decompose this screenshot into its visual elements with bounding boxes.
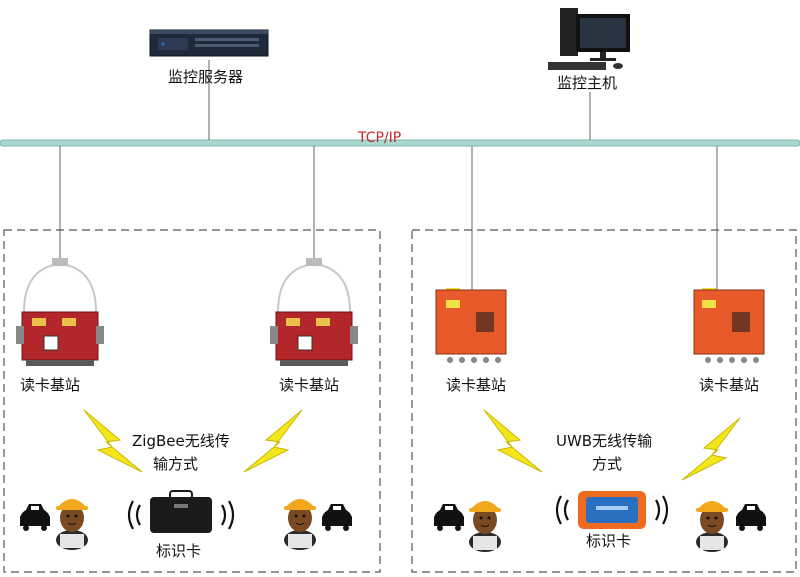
tag-label: 标识卡 bbox=[156, 542, 202, 560]
uwb-method-label: 方式 bbox=[592, 455, 623, 473]
tcp-ip-bus bbox=[0, 139, 800, 147]
car-icon bbox=[434, 504, 464, 531]
zigbee-zone bbox=[3, 229, 381, 573]
station-label: 读卡基站 bbox=[20, 376, 81, 394]
car-icon bbox=[20, 504, 50, 531]
worker-icon bbox=[55, 498, 89, 551]
id-card-icon bbox=[578, 491, 646, 529]
zigbee-method-label: 输方式 bbox=[153, 455, 199, 473]
tag-label: 标识卡 bbox=[586, 532, 632, 550]
reader-station-icon bbox=[16, 258, 104, 366]
lightning-icon bbox=[483, 409, 543, 473]
lightning-icon bbox=[681, 417, 741, 481]
worker-icon bbox=[468, 500, 502, 553]
uwb-method-label: UWB无线传输 bbox=[556, 432, 653, 450]
station-label: 读卡基站 bbox=[699, 376, 760, 394]
uwb-zone bbox=[411, 229, 797, 573]
lightning-icon bbox=[243, 409, 303, 473]
reader-station-icon bbox=[270, 258, 358, 366]
signal-waves-icon bbox=[127, 500, 235, 530]
server-icon bbox=[149, 29, 269, 57]
server-label: 监控服务器 bbox=[168, 68, 244, 86]
worker-icon bbox=[695, 500, 729, 553]
station-label: 读卡基站 bbox=[446, 376, 507, 394]
network-label: TCP/IP bbox=[358, 130, 402, 146]
zigbee-method-label: ZigBee无线传 bbox=[132, 432, 230, 450]
host-label: 监控主机 bbox=[557, 74, 618, 92]
reader-station-icon bbox=[693, 288, 765, 363]
reader-station-icon bbox=[435, 288, 507, 363]
computer-icon bbox=[548, 8, 630, 70]
signal-waves-icon bbox=[555, 495, 669, 525]
id-card-icon bbox=[150, 490, 212, 533]
car-icon bbox=[322, 504, 352, 531]
worker-icon bbox=[283, 498, 317, 551]
car-icon bbox=[736, 504, 766, 531]
station-label: 读卡基站 bbox=[279, 376, 340, 394]
